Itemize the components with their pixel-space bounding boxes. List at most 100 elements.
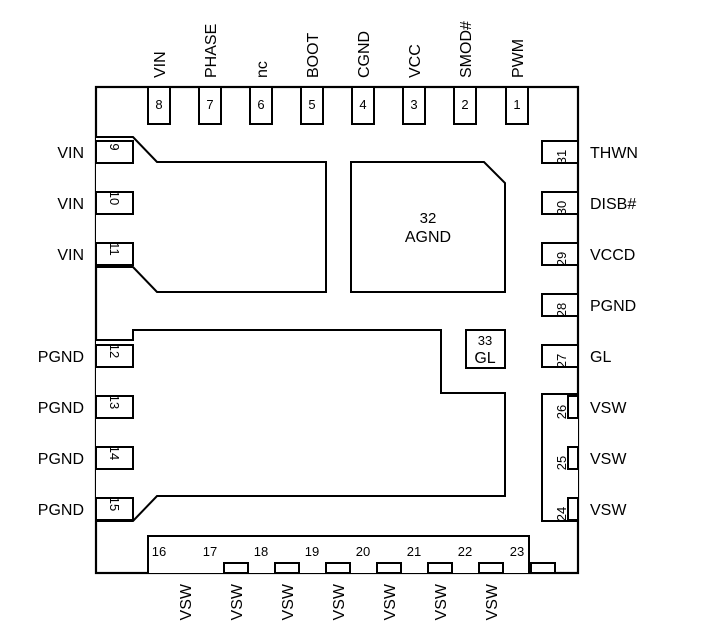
pin-label: PHASE xyxy=(203,24,220,78)
pin-number: 5 xyxy=(308,97,315,112)
pin-label: VIN xyxy=(57,145,84,162)
pin-23-pad xyxy=(530,562,556,574)
pin-9-pad xyxy=(95,140,134,164)
pin-label: VSW xyxy=(178,583,195,620)
pin-number: 25 xyxy=(554,456,569,470)
pin-label: VCCD xyxy=(590,247,635,264)
pin-31-pad xyxy=(541,140,579,164)
pin-label: VSW xyxy=(590,502,627,519)
pgnd-vsw-exposed-pad xyxy=(96,329,506,522)
pin-label: CGND xyxy=(356,31,373,78)
pin-number: 18 xyxy=(254,544,268,559)
pin-22-pad xyxy=(478,562,504,574)
pin-4-pad xyxy=(351,86,375,125)
agnd-pad xyxy=(350,161,506,293)
pin-number: 9 xyxy=(107,143,122,150)
pin-number: 16 xyxy=(152,544,166,559)
pin-number: 24 xyxy=(554,507,569,521)
pin-number: 26 xyxy=(554,405,569,419)
pin-8-pad xyxy=(147,86,171,125)
pin-label: VSW xyxy=(382,583,399,620)
gl-pad-number: 33 xyxy=(478,333,492,348)
pin-2-pad xyxy=(453,86,477,125)
pin-13-pad xyxy=(95,395,134,419)
pin-label: VIN xyxy=(152,51,169,78)
pin-label: VSW xyxy=(280,583,297,620)
vin-exposed-pad xyxy=(96,136,327,293)
pin-label: VSW xyxy=(484,583,501,620)
pin-24-pad xyxy=(567,497,579,521)
pin-number: 22 xyxy=(458,544,472,559)
pin-18-pad xyxy=(274,562,300,574)
pin-label: BOOT xyxy=(305,32,322,78)
pin-label: PGND xyxy=(590,298,636,315)
pin-label: THWN xyxy=(590,145,638,162)
pin-12-pad xyxy=(95,344,134,368)
pin-27-pad xyxy=(541,344,579,368)
pin-number: 11 xyxy=(107,242,122,256)
pin-label: SMOD# xyxy=(458,21,475,78)
pin-label: GL xyxy=(590,349,611,366)
pin-label: PWM xyxy=(510,39,527,78)
pin-number: 13 xyxy=(107,395,122,409)
pin-7-pad xyxy=(198,86,222,125)
pin-number: 12 xyxy=(107,344,122,358)
agnd-pad-label: AGND xyxy=(405,229,451,246)
pin-30-pad xyxy=(541,191,579,215)
pin-26-pad xyxy=(567,395,579,419)
pin-25-pad xyxy=(567,446,579,470)
pin-20-pad xyxy=(376,562,402,574)
pin-15-pad xyxy=(95,497,134,521)
pin-label: DISB# xyxy=(590,196,636,213)
pin-number: 27 xyxy=(554,354,569,368)
pin-label: PGND xyxy=(38,451,84,468)
pin-number: 30 xyxy=(554,201,569,215)
pin-label: VSW xyxy=(590,400,627,417)
pin-21-pad xyxy=(427,562,453,574)
agnd-pad-number: 32 xyxy=(420,210,437,227)
pin-number: 4 xyxy=(359,97,366,112)
pin-label: VSW xyxy=(229,583,246,620)
pin-1-pad xyxy=(505,86,529,125)
gl-pad-label: GL xyxy=(474,350,495,367)
pin-number: 17 xyxy=(203,544,217,559)
pin-number: 29 xyxy=(554,252,569,266)
pin-label: VIN xyxy=(57,247,84,264)
pin-number: 15 xyxy=(107,497,122,511)
pin-number: 20 xyxy=(356,544,370,559)
pin-number: 3 xyxy=(410,97,417,112)
pin-17-pad xyxy=(223,562,249,574)
pin-number: 23 xyxy=(510,544,524,559)
right-vsw-pad xyxy=(541,393,578,522)
pin-14-pad xyxy=(95,446,134,470)
gl-pad xyxy=(465,329,506,369)
pin-label: VSW xyxy=(331,583,348,620)
pin-label: PGND xyxy=(38,349,84,366)
pin-number: 6 xyxy=(257,97,264,112)
pin-number: 8 xyxy=(155,97,162,112)
pin-6-pad xyxy=(249,86,273,125)
pin-number: 1 xyxy=(513,97,520,112)
pin-10-pad xyxy=(95,191,134,215)
pin-label: PGND xyxy=(38,502,84,519)
pin-number: 28 xyxy=(554,303,569,317)
pin-11-pad xyxy=(95,242,134,266)
pin-29-pad xyxy=(541,242,579,266)
pin-5-pad xyxy=(300,86,324,125)
pin-number: 7 xyxy=(206,97,213,112)
pin-28-pad xyxy=(541,293,579,317)
pin-label: VSW xyxy=(433,583,450,620)
pin-label: PGND xyxy=(38,400,84,417)
pin-label: VCC xyxy=(407,44,424,78)
pin-number: 19 xyxy=(305,544,319,559)
pin-label: nc xyxy=(254,61,271,78)
pin-label: VSW xyxy=(590,451,627,468)
pin-label: VIN xyxy=(57,196,84,213)
pin-19-pad xyxy=(325,562,351,574)
pin-number: 31 xyxy=(554,150,569,164)
pin-3-pad xyxy=(402,86,426,125)
pin-number: 21 xyxy=(407,544,421,559)
pin-number: 10 xyxy=(107,191,122,205)
pin-number: 14 xyxy=(107,446,122,460)
